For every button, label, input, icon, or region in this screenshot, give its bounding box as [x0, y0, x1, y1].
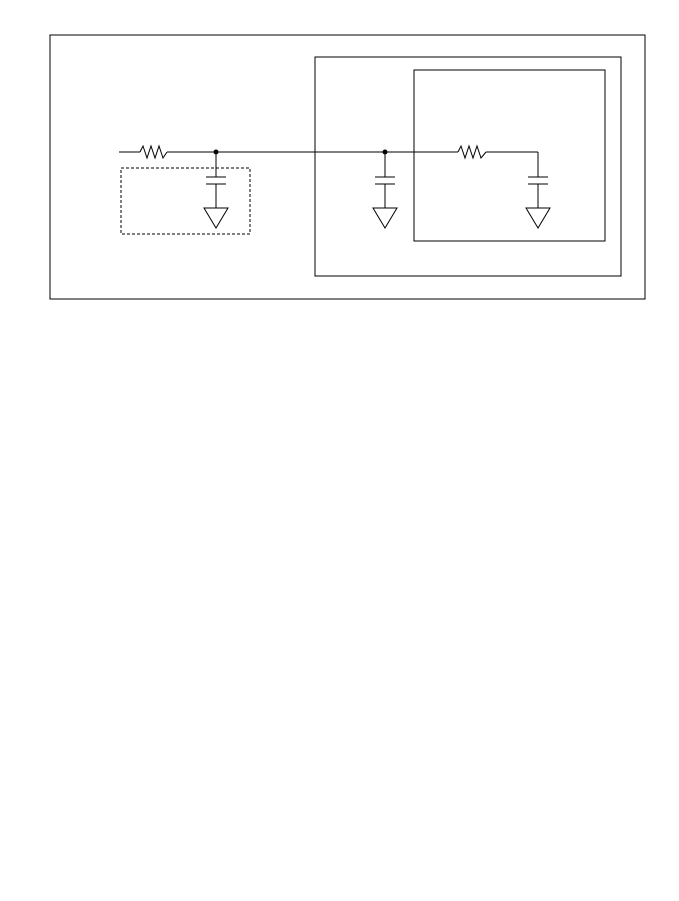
dashed-box: [120, 167, 251, 235]
ground-icon: [372, 207, 398, 229]
capacitor-branch-1: [203, 152, 229, 229]
main-wire: [119, 151, 539, 177]
capacitor-branch-3: [525, 176, 551, 229]
ground-icon: [203, 207, 229, 229]
resistor-icon: [457, 144, 487, 160]
die-box: [413, 69, 606, 242]
capacitor-branch-2: [372, 152, 398, 229]
resistor-icon: [139, 144, 168, 160]
outer-frame: [49, 34, 646, 300]
package-box: [314, 56, 622, 277]
ground-icon: [525, 207, 551, 229]
